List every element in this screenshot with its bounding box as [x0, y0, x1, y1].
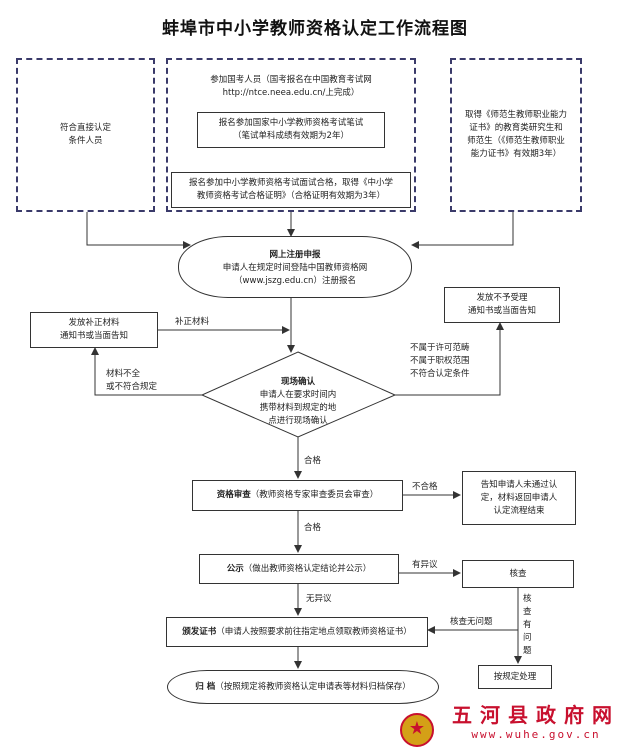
verify-box: 核查: [462, 560, 574, 588]
pass-label-2: 合格: [304, 523, 322, 533]
interview-text: 报名参加中小学教师资格考试面试合格，取得《中小学 教师资格考试合格证明》（合格证…: [188, 178, 393, 201]
direct-certification-box: 符合直接认定 条件人员: [16, 58, 155, 212]
watermark-name: 五河县政府网: [452, 703, 620, 727]
publicity-title: 公示: [226, 563, 244, 574]
review-desc: （教师资格专家审查委员会审查）: [250, 490, 379, 500]
archive-title: 归 档: [195, 681, 216, 692]
verify-text: 核查: [509, 568, 527, 579]
handle-box: 按规定处理: [478, 665, 552, 689]
supplement-label: 补正材料: [175, 317, 210, 327]
objection-label: 有异议: [412, 560, 438, 570]
online-registration-desc: 申请人在规定时间登陆中国教师资格网 （www.jszg.edu.cn）注册报名: [222, 263, 368, 286]
issue-title: 颁发证书: [182, 626, 217, 637]
onsite-desc: 申请人在要求时间内 携带材料到规定的地 点进行现场确认: [259, 390, 337, 426]
site-watermark: 五河县政府网 www.wuhe.gov.cn: [452, 699, 620, 741]
archive-oval: 归 档（按照规定将教师资格认定申请表等材料归档保存）: [167, 670, 439, 704]
issue-certificate-box: 颁发证书（申请人按照要求前往指定地点领取教师资格证书）: [166, 617, 428, 647]
direct-certification-text: 符合直接认定 条件人员: [59, 123, 111, 146]
normal-student-box: 取得《师范生教师职业能力 证书》的教育类研究生和 师范生（《师范生教师职业 能力…: [450, 58, 582, 212]
fail-notice-box: 告知申请人未通过认 定，材料返回申请人 认定流程结束: [462, 471, 576, 525]
incomplete-label: 材料不全 或不符合规定: [106, 369, 158, 392]
onsite-diamond: [200, 351, 397, 438]
online-registration-title: 网上注册申报: [269, 250, 321, 260]
publicity-desc: （做出教师资格认定结论并公示）: [243, 563, 372, 574]
national-emblem-icon: [400, 713, 434, 747]
onsite-confirmation-text: 现场确认 申请人在要求时间内 携带材料到规定的地 点进行现场确认: [240, 376, 356, 428]
watermark-url: www.wuhe.gov.cn: [471, 728, 601, 741]
issue-desc: （申请人按照要求前往指定地点领取教师资格证书）: [216, 626, 412, 637]
verify-ok-label: 核查无问题: [450, 617, 493, 627]
qualification-review-box: 资格审查（教师资格专家审查委员会审查）: [192, 480, 403, 511]
reject-notice-text: 发放不予受理 通知书或当面告知: [467, 293, 536, 316]
normal-student-text: 取得《师范生教师职业能力 证书》的教育类研究生和 师范生（《师范生教师职业 能力…: [464, 110, 567, 159]
reject-notice-box: 发放不予受理 通知书或当面告知: [444, 287, 560, 323]
no-objection-label: 无异议: [306, 594, 332, 604]
fail-notice-text: 告知申请人未通过认 定，材料返回申请人 认定流程结束: [480, 479, 558, 516]
handle-text: 按规定处理: [493, 671, 537, 682]
review-title: 资格审查: [216, 490, 251, 500]
publicity-box: 公示（做出教师资格认定结论并公示）: [199, 554, 399, 584]
onsite-title: 现场确认: [280, 377, 315, 387]
supplement-notice-box: 发放补正材料 通知书或当面告知: [30, 312, 158, 348]
archive-desc: （按照规定将教师资格认定申请表等材料归档保存）: [215, 681, 411, 692]
fail-label: 不合格: [412, 482, 438, 492]
online-registration-oval: 网上注册申报 申请人在规定时间登陆中国教师资格网 （www.jszg.edu.c…: [178, 236, 412, 298]
verify-problem-label: 核 查 有 问 题: [523, 594, 532, 656]
written-exam-box: 报名参加国家中小学教师资格考试笔试 （笔试单科成绩有效期为2年）: [197, 112, 385, 148]
supplement-notice-text: 发放补正材料 通知书或当面告知: [59, 318, 128, 341]
written-exam-text: 报名参加国家中小学教师资格考试笔试 （笔试单科成绩有效期为2年）: [218, 118, 364, 141]
pass-label-1: 合格: [304, 456, 322, 466]
interview-box: 报名参加中小学教师资格考试面试合格，取得《中小学 教师资格考试合格证明》（合格证…: [171, 172, 411, 208]
reject-reason-label: 不属于许可范畴 不属于职权范围 不符合认定条件: [410, 343, 470, 379]
page-title: 蚌埠市中小学教师资格认定工作流程图: [162, 19, 468, 39]
exam-candidates-intro: 参加国考人员（国考报名在中国教育考试网 http://ntce.neea.edu…: [210, 75, 372, 98]
